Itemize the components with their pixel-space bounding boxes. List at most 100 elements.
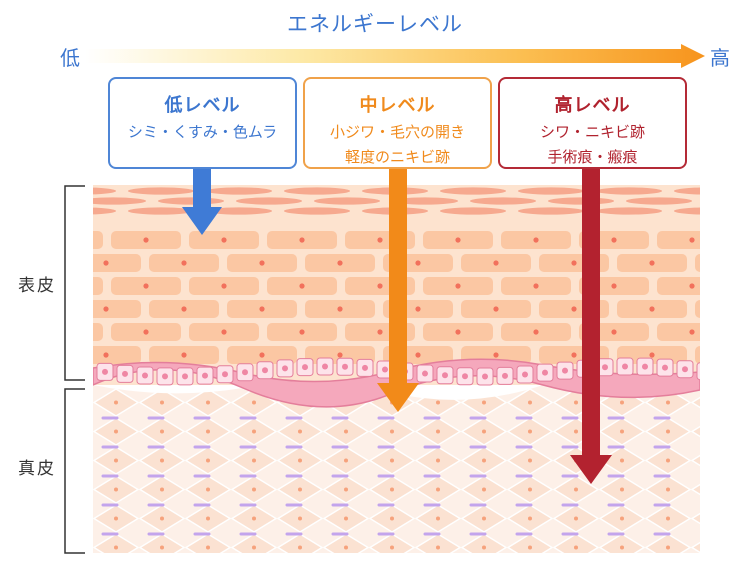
- cell-nucleus: [143, 329, 149, 335]
- epidermis-label: 表皮: [18, 276, 56, 296]
- cell-nucleus: [533, 283, 539, 289]
- mid-level-arrow: [377, 169, 419, 412]
- basal-nucleus: [422, 370, 428, 377]
- basal-nucleus: [662, 364, 668, 371]
- cell-nucleus: [455, 329, 461, 335]
- basal-nucleus: [182, 373, 188, 380]
- cell-nucleus: [415, 352, 421, 358]
- basal-nucleus: [342, 363, 348, 370]
- energy-gradient-arrow: [85, 44, 705, 68]
- epidermis-cell: [93, 254, 141, 272]
- corneum-cell: [314, 197, 380, 205]
- cell-nucleus: [689, 329, 695, 335]
- level-title-mid: 中レベル: [359, 95, 436, 116]
- low-level-arrow: [182, 169, 222, 235]
- cell-nucleus: [103, 260, 109, 266]
- corneum-cell: [93, 197, 146, 205]
- epidermis-cell: [93, 346, 141, 364]
- cell-nucleus: [143, 237, 149, 243]
- level-title-high: 高レベル: [554, 95, 631, 116]
- cell-nucleus: [689, 237, 695, 243]
- cell-nucleus: [259, 260, 265, 266]
- corneum-cell: [93, 207, 116, 215]
- corneum-cell: [470, 197, 536, 205]
- cell-nucleus: [533, 329, 539, 335]
- basal-nucleus: [242, 369, 248, 376]
- dermis-bracket: [64, 388, 85, 554]
- basal-cell: [696, 362, 700, 381]
- basal-nucleus: [482, 373, 488, 380]
- epidermis-cell: [93, 277, 103, 295]
- cell-nucleus: [415, 260, 421, 266]
- cell-nucleus: [221, 283, 227, 289]
- corneum-cell: [284, 187, 350, 195]
- corneum-cell: [128, 187, 194, 195]
- basal-nucleus: [322, 363, 328, 370]
- basal-nucleus: [262, 367, 268, 374]
- cell-nucleus: [103, 306, 109, 312]
- cell-nucleus: [493, 260, 499, 266]
- level-box-mid: 中レベル 小ジワ・毛穴の開き 軽度のニキビ跡: [303, 77, 492, 169]
- corneum-cell: [236, 197, 302, 205]
- cell-nucleus: [455, 237, 461, 243]
- corneum-cell: [206, 187, 272, 195]
- high-end-label: 高: [710, 46, 730, 70]
- cell-nucleus: [455, 283, 461, 289]
- cell-nucleus: [299, 329, 305, 335]
- epidermis-cell: [657, 231, 700, 249]
- corneum-cell: [206, 207, 272, 215]
- basal-nucleus: [302, 364, 308, 371]
- cell-nucleus: [649, 306, 655, 312]
- corneum-cell: [128, 207, 194, 215]
- basal-nucleus: [202, 372, 208, 379]
- cell-nucleus: [415, 306, 421, 312]
- basal-nucleus: [362, 364, 368, 371]
- epidermis-cells: [93, 187, 700, 364]
- cell-nucleus: [649, 260, 655, 266]
- corneum-cell: [518, 207, 584, 215]
- cell-nucleus: [493, 352, 499, 358]
- cell-nucleus: [259, 352, 265, 358]
- cell-nucleus: [377, 237, 383, 243]
- cell-nucleus: [181, 260, 187, 266]
- cell-nucleus: [611, 329, 617, 335]
- level-box-low: 低レベル シミ・くすみ・色ムラ: [108, 77, 297, 169]
- epidermis-cell: [695, 254, 700, 272]
- cell-nucleus: [337, 306, 343, 312]
- corneum-cell: [596, 187, 662, 195]
- corneum-cell: [626, 197, 692, 205]
- cell-nucleus: [689, 283, 695, 289]
- cell-nucleus: [377, 329, 383, 335]
- level-title-low: 低レベル: [164, 95, 241, 116]
- basal-nucleus: [142, 372, 148, 379]
- cell-nucleus: [377, 283, 383, 289]
- cell-nucleus: [571, 352, 577, 358]
- epidermis-cell: [93, 231, 103, 249]
- cell-nucleus: [299, 237, 305, 243]
- cell-nucleus: [493, 306, 499, 312]
- basal-nucleus: [642, 363, 648, 370]
- basal-nucleus: [442, 372, 448, 379]
- level-desc-low-line-1: シミ・くすみ・色ムラ: [127, 123, 278, 141]
- dermis-label: 真皮: [18, 459, 56, 479]
- cell-nucleus: [103, 352, 109, 358]
- corneum-cell: [596, 207, 662, 215]
- level-desc-mid: 小ジワ・毛穴の開き 軽度のニキビ跡: [305, 120, 490, 170]
- corneum-cell: [440, 187, 506, 195]
- basal-nucleus: [522, 371, 528, 378]
- basal-nucleus: [502, 372, 508, 379]
- corneum-cell: [93, 187, 116, 195]
- cell-nucleus: [571, 260, 577, 266]
- cell-nucleus: [221, 237, 227, 243]
- cell-nucleus: [259, 306, 265, 312]
- low-end-label: 低: [60, 46, 80, 70]
- cell-nucleus: [299, 283, 305, 289]
- epidermis-cell: [93, 300, 141, 318]
- basal-nucleus: [622, 363, 628, 370]
- cell-nucleus: [611, 237, 617, 243]
- basal-cells: [96, 357, 700, 386]
- epidermis-cell: [657, 323, 700, 341]
- level-desc-high-line-1: シワ・ニキビ跡: [539, 123, 645, 141]
- cell-nucleus: [181, 306, 187, 312]
- high-level-arrow: [570, 169, 612, 484]
